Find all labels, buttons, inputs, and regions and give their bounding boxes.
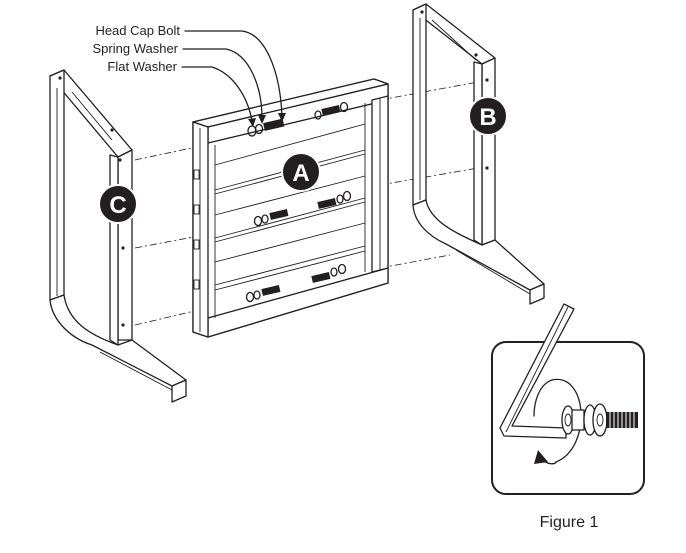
figure-1-detail [491,303,645,495]
bolt-set-top-right [314,101,349,120]
bolt-set-low-left [245,285,281,303]
alignment-lines [134,81,479,326]
left-frame-c [49,69,187,403]
bolt-detail-icon [561,403,638,437]
label-flat-washer: Flat Washer [107,59,177,74]
bolt-set-mid-left [253,209,289,227]
badge-b: B [468,96,508,136]
badge-a: A [281,152,321,192]
badge-c: C [98,184,138,224]
badge-b-letter: B [479,104,496,131]
figure-caption: Figure 1 [540,514,599,531]
bolt-set-low-right [311,263,347,283]
label-spring-washer: Spring Washer [93,41,179,56]
bolt-set-top-left [247,118,285,137]
badge-c-letter: C [109,192,126,219]
label-head-cap-bolt: Head Cap Bolt [95,23,180,38]
center-panel-a [192,78,389,338]
bolt-set-mid-right [317,190,352,209]
badge-a-letter: A [292,160,309,187]
right-frame-b [412,3,545,305]
callout-leaders [181,30,286,127]
